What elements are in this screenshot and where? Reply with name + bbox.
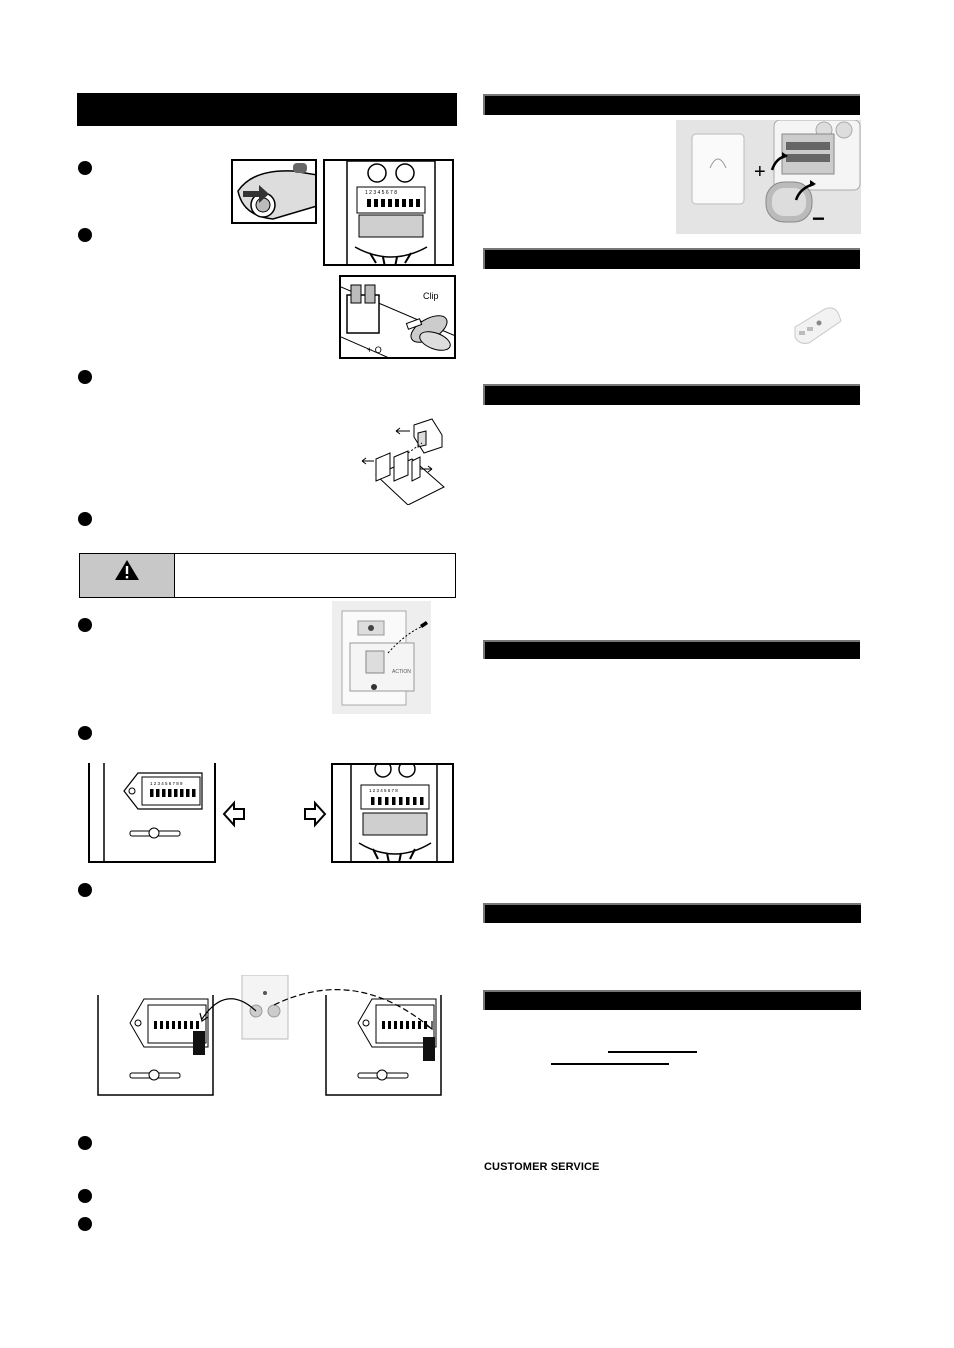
step-bullet-2 <box>78 228 92 242</box>
remote-transmitter-icon <box>789 303 845 347</box>
right-section-bar-1 <box>483 94 860 115</box>
svg-text:1 2 3 4 5 6 7 8 9: 1 2 3 4 5 6 7 8 9 <box>150 781 183 786</box>
hollow-right-arrow-icon <box>303 800 327 828</box>
right-section-bar-2 <box>483 248 860 269</box>
pairing-diagram-figure <box>96 975 446 1097</box>
transmitter-dip-figure-2: 1 2 3 4 5 6 7 8 <box>331 763 454 863</box>
step-bullet-10 <box>78 1217 92 1231</box>
battery-insertion-photo: + − <box>676 120 861 234</box>
right-section-bar-4 <box>483 640 860 659</box>
warning-box <box>79 553 456 598</box>
customer-service-heading: CUSTOMER SERVICE <box>484 1161 600 1173</box>
svg-text:1 2 3 4 5 6 7 8: 1 2 3 4 5 6 7 8 <box>369 788 398 793</box>
minus-sign: − <box>812 206 825 231</box>
jumper-pins-figure <box>356 413 446 505</box>
svg-text:+ O: + O <box>367 345 382 355</box>
transmitter-dip-figure: 1 2 3 4 5 6 7 8 <box>323 159 454 266</box>
step-bullet-1 <box>78 161 92 175</box>
action-label: ACTION <box>392 669 411 675</box>
step-bullet-3 <box>78 370 92 384</box>
dip-numbers-text: 1 2 3 4 5 6 7 8 <box>365 190 397 196</box>
link-underline-1[interactable] <box>608 1051 697 1053</box>
step-bullet-4 <box>78 512 92 526</box>
step-bullet-8 <box>78 1136 92 1150</box>
clip-label: Clip <box>423 291 439 301</box>
step-bullet-5 <box>78 618 92 632</box>
receiver-action-photo: ACTION <box>332 601 431 714</box>
right-section-bar-3 <box>483 384 860 405</box>
plus-sign: + <box>754 161 766 183</box>
step-bullet-9 <box>78 1189 92 1203</box>
receiver-dip-figure: 1 2 3 4 5 6 7 8 9 <box>88 763 216 863</box>
step-bullet-6 <box>78 726 92 740</box>
battery-opening-figure <box>231 159 317 224</box>
right-section-bar-5 <box>483 903 861 923</box>
left-section-header-bar <box>77 93 457 126</box>
step-bullet-7 <box>78 883 92 897</box>
link-underline-2[interactable] <box>551 1063 669 1065</box>
warning-triangle-icon <box>115 560 139 580</box>
hollow-left-arrow-icon <box>222 800 246 828</box>
clip-jumper-figure: Clip + O <box>339 275 456 359</box>
right-section-bar-6 <box>483 990 861 1010</box>
